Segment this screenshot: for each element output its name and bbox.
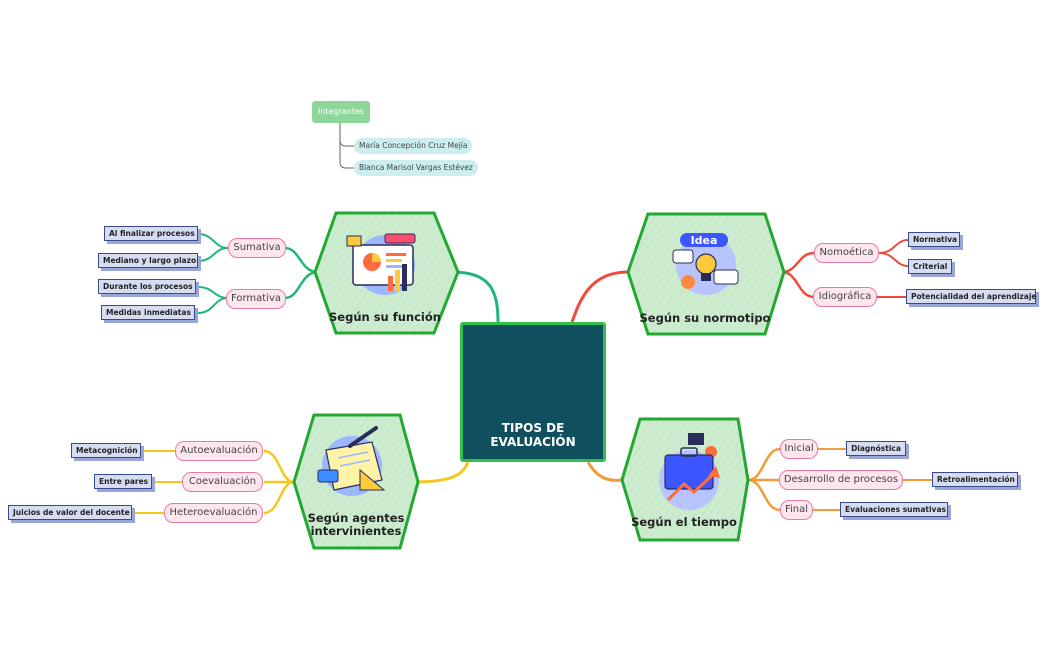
connector-sumativa-leaf1 — [197, 233, 229, 249]
connector-center-tiempo — [586, 461, 623, 482]
leaf-durante-procesos[interactable]: Durante los procesos — [98, 279, 196, 294]
connector-formativa-leaf2 — [197, 297, 229, 314]
briefcase-growth-icon — [659, 433, 720, 510]
integrantes-title: Integrantes — [312, 101, 370, 123]
central-topic-line1: TIPOS DE — [501, 421, 565, 435]
connector-agentes-auto — [263, 449, 295, 484]
leaf-potencialidad-aprendizaje[interactable]: Potencialidad del aprendizaje — [906, 289, 1037, 304]
leaf-criterial[interactable]: Criterial — [908, 259, 952, 274]
leaf-al-finalizar-procesos[interactable]: Al finalizar procesos — [104, 226, 198, 241]
drawing-tools-icon — [317, 426, 386, 496]
branch-title-agentes-line1: Según agentes — [307, 511, 405, 525]
connector-normotipo-idiografica — [781, 270, 815, 299]
subtopic-nomoetica[interactable]: Nomoética — [814, 243, 879, 263]
leaf-entre-pares[interactable]: Entre pares — [94, 474, 152, 489]
connector-tiempo-final — [747, 478, 781, 512]
member-name: María Concepción Cruz Mejía — [354, 138, 473, 154]
connector-funcion-formativa — [284, 270, 319, 300]
connector-center-funcion — [451, 270, 500, 323]
connector-tiempo-inicial — [747, 447, 781, 482]
leaf-normativa[interactable]: Normativa — [908, 232, 960, 247]
connector-normotipo-nomoetica — [781, 251, 815, 274]
leaf-juicios-valor-docente[interactable]: Juicios de valor del docente — [8, 505, 132, 520]
branch-title-tiempo[interactable]: Según el tiempo — [631, 515, 737, 529]
member-name: Blanca Marisol Vargas Estévez — [354, 160, 478, 176]
branch-title-normotipo[interactable]: Según su normotipo — [639, 311, 771, 325]
connector-funcion-sumativa — [284, 246, 319, 274]
central-topic[interactable]: TIPOS DE EVALUACIÓN — [460, 322, 606, 462]
connector-agentes-hetero — [263, 480, 295, 515]
central-topic-line2: EVALUACIÓN — [490, 435, 576, 449]
subtopic-final[interactable]: Final — [780, 500, 813, 520]
branch-title-funcion[interactable]: Según su función — [329, 310, 441, 324]
subtopic-inicial[interactable]: Inicial — [780, 439, 818, 459]
connector-sumativa-leaf2 — [197, 247, 229, 262]
leaf-retroalimentacion[interactable]: Retroalimentación — [932, 472, 1018, 487]
svg-text:Idea: Idea — [691, 234, 718, 247]
leaf-evaluaciones-sumativas[interactable]: Evaluaciones sumativas — [840, 502, 948, 517]
subtopic-idiografica[interactable]: Idiográfica — [813, 287, 877, 307]
connector-center-normotipo — [570, 270, 629, 323]
leaf-mediano-largo-plazo[interactable]: Mediano y largo plazo — [98, 253, 198, 268]
subtopic-desarrollo-procesos[interactable]: Desarrollo de procesos — [779, 470, 903, 490]
subtopic-sumativa[interactable]: Sumativa — [228, 238, 286, 258]
leaf-diagnostica[interactable]: Diagnóstica — [846, 441, 906, 456]
subtopic-autoevaluacion[interactable]: Autoevaluación — [175, 441, 263, 461]
subtopic-heteroevaluacion[interactable]: Heteroevaluación — [164, 503, 263, 523]
idea-bulb-icon: Idea — [672, 233, 739, 295]
branch-title-agentes[interactable]: Según agentes intervinientes — [296, 512, 416, 538]
subtopic-coevaluacion[interactable]: Coevaluación — [182, 472, 263, 492]
leaf-metacognicion[interactable]: Metacognición — [71, 443, 141, 458]
presentation-board-icon — [346, 233, 416, 295]
integrantes-connector — [339, 123, 355, 169]
connector-nomoetica-leaf1 — [878, 239, 909, 254]
connector-nomoetica-leaf2 — [878, 252, 909, 267]
connector-formativa-leaf1 — [197, 286, 229, 299]
branch-title-agentes-line2: intervinientes — [310, 524, 402, 538]
subtopic-formativa[interactable]: Formativa — [226, 289, 286, 309]
leaf-medidas-inmediatas[interactable]: Medidas inmediatas — [101, 305, 195, 320]
